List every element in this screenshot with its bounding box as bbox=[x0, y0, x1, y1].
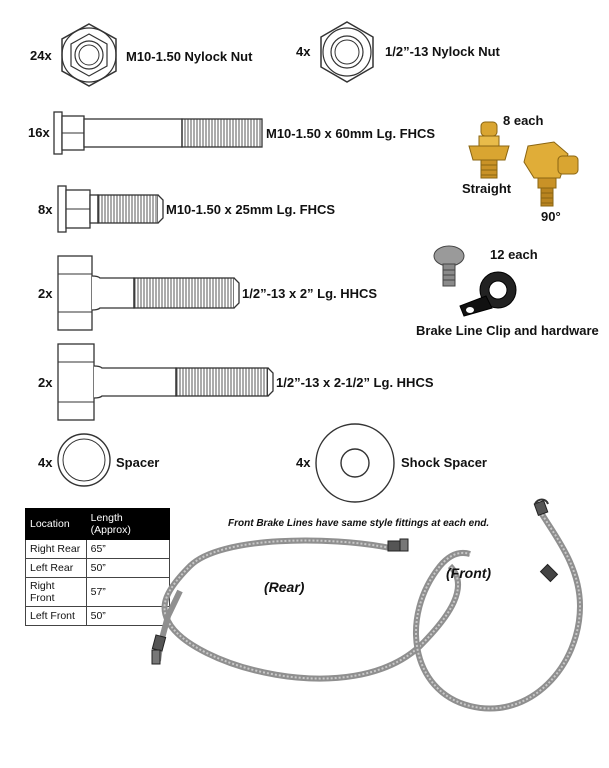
location-cell: Left Rear bbox=[25, 558, 87, 578]
shock-spacer-icon bbox=[315, 423, 395, 503]
brake-lines-illustration bbox=[151, 498, 584, 712]
location-cell: Left Front bbox=[25, 606, 87, 626]
nylock-m10-qty: 24x bbox=[30, 48, 52, 63]
nylock-nut-half-icon bbox=[320, 21, 374, 83]
spacer-icon bbox=[57, 433, 111, 487]
length-cell: 50” bbox=[85, 606, 171, 626]
rear-line-label: (Rear) bbox=[264, 579, 305, 595]
hhcs-25-qty: 2x bbox=[38, 375, 53, 390]
location-cell: Right Rear bbox=[25, 539, 87, 559]
shock-spacer-qty: 4x bbox=[296, 455, 311, 470]
clip-count: 12 each bbox=[490, 247, 538, 262]
brake-lines-note: Front Brake Lines have same style fittin… bbox=[228, 518, 490, 529]
nylock-half-qty: 4x bbox=[296, 44, 311, 59]
brake-line-clip-icon bbox=[459, 271, 517, 317]
fittings-count: 8 each bbox=[503, 113, 544, 128]
table-row: Right Front 57” bbox=[25, 577, 171, 607]
angle-fitting-label: 90° bbox=[541, 209, 561, 224]
shock-spacer-label: Shock Spacer bbox=[401, 455, 487, 470]
table-row: Right Rear 65” bbox=[25, 539, 171, 559]
length-header: Length (Approx) bbox=[85, 508, 171, 540]
straight-fitting-icon bbox=[468, 121, 510, 179]
length-table-header: Location Length (Approx) bbox=[25, 508, 171, 540]
nylock-m10-label: M10-1.50 Nylock Nut bbox=[126, 49, 253, 64]
fhcs-60-qty: 16x bbox=[28, 125, 50, 140]
front-brake-line bbox=[413, 509, 584, 712]
length-cell: 57” bbox=[85, 577, 171, 607]
length-table: Location Length (Approx) Right Rear 65” … bbox=[25, 508, 171, 626]
clip-label: Brake Line Clip and hardware bbox=[416, 323, 599, 338]
fhcs-60-label: M10-1.50 x 60mm Lg. FHCS bbox=[266, 126, 436, 141]
fhcs-25-label: M10-1.50 x 25mm Lg. FHCS bbox=[166, 202, 336, 217]
straight-fitting-label: Straight bbox=[462, 181, 512, 196]
button-head-screw-icon bbox=[433, 245, 465, 287]
table-row: Left Rear 50” bbox=[25, 558, 171, 578]
angle-fitting-icon bbox=[523, 141, 579, 207]
nylock-half-label: 1/2”-13 Nylock Nut bbox=[385, 44, 500, 59]
table-row: Left Front 50” bbox=[25, 606, 171, 626]
rear-brake-line bbox=[161, 537, 462, 682]
length-cell: 65” bbox=[85, 539, 171, 559]
nylock-nut-m10-icon bbox=[61, 23, 117, 87]
spacer-qty: 4x bbox=[38, 455, 53, 470]
length-cell: 50” bbox=[85, 558, 171, 578]
front-line-label: (Front) bbox=[446, 565, 492, 581]
hhcs-2-qty: 2x bbox=[38, 286, 53, 301]
location-header: Location bbox=[25, 508, 87, 540]
fhcs-60mm-bolt-icon bbox=[53, 111, 263, 155]
fhcs-25-qty: 8x bbox=[38, 202, 53, 217]
hhcs-25-label: 1/2”-13 x 2-1/2” Lg. HHCS bbox=[276, 375, 434, 390]
location-cell: Right Front bbox=[25, 577, 87, 607]
spacer-label: Spacer bbox=[116, 455, 160, 470]
hhcs-2in-bolt-icon bbox=[57, 255, 240, 331]
hhcs-2-label: 1/2”-13 x 2” Lg. HHCS bbox=[242, 286, 378, 301]
fhcs-25mm-bolt-icon bbox=[57, 185, 164, 233]
hhcs-2-5in-bolt-icon bbox=[57, 343, 274, 421]
